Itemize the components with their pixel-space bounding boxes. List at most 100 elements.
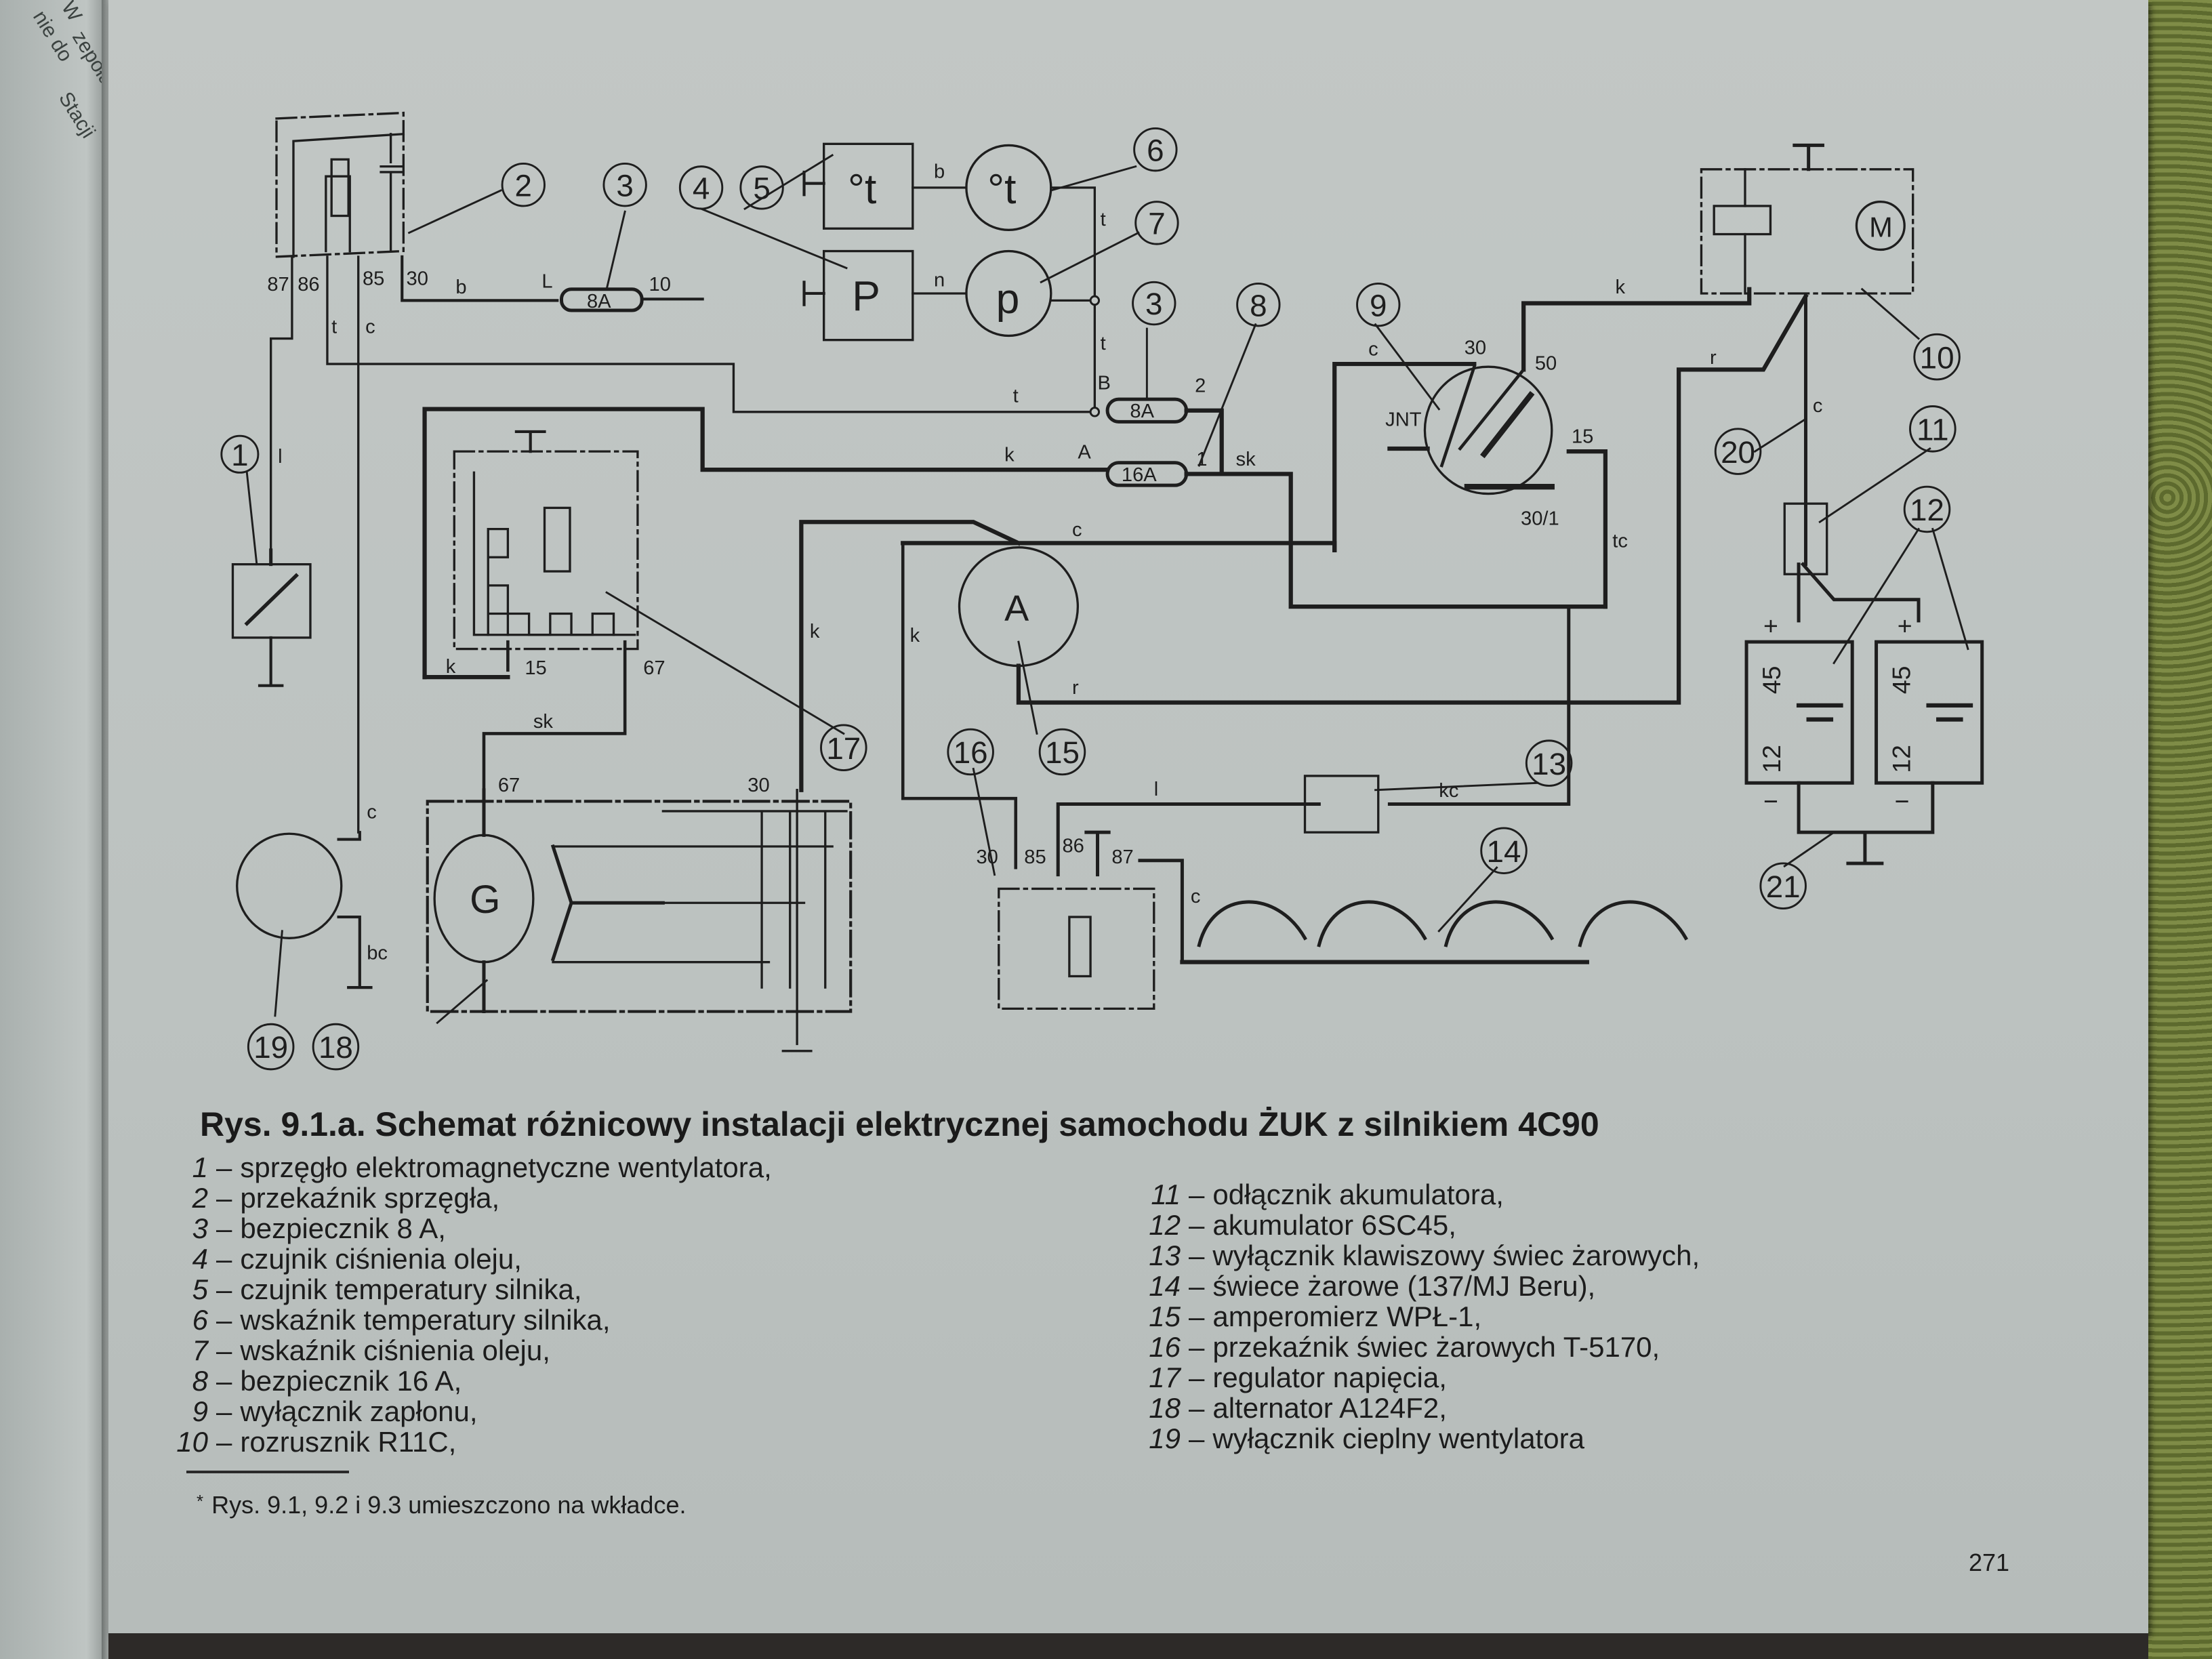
svg-text:3: 3 [616,168,633,203]
relay-2-terminal: 87 [267,274,289,295]
fuse-top-right: 10 [649,274,671,295]
generator-symbol: G [470,878,500,922]
ignition-terminal: 30 [1465,337,1486,359]
wire-label-n: n [934,270,945,291]
callout-2: 2 [501,163,546,207]
legend-item: 19–wyłącznik cieplny wentylatora [1149,1422,1584,1454]
callout-15: 15 [1038,728,1086,776]
svg-text:13: 13 [1532,747,1566,781]
wire-label-k: k [446,656,456,678]
svg-text:11: 11 [1917,412,1949,447]
legend-item: 7–wskaźnik ciśnienia oleju, [192,1334,550,1366]
glow-relay-terminal: 30 [976,846,998,868]
callout-1: 1 [220,434,260,474]
battery-2 [1875,640,1984,785]
battery-plus: + [1898,612,1912,640]
callout-17: 17 [820,724,867,772]
svg-text:9: 9 [1370,288,1387,323]
regulator-terminal: 15 [525,657,546,679]
battery-minus: − [1895,787,1910,815]
footnote: *Rys. 9.1, 9.2 i 9.3 umieszczono na wkła… [197,1491,686,1519]
rectifier [661,789,848,1052]
legend-right: 11–odłącznik akumulatora, 12–akumulator … [1139,1179,1700,1454]
callout-3b: 3 [1132,281,1176,326]
callout-5: 5 [739,165,784,210]
fuse-b-left: B [1098,373,1111,394]
callout-7: 7 [1134,201,1179,245]
wire-label-tc: tc [1612,531,1628,552]
wire-label-k: k [1615,276,1625,298]
ignition-terminal: 15 [1572,426,1593,448]
callout-10: 10 [1913,333,1961,381]
legend-item: 18–alternator A124F2, [1149,1392,1447,1424]
glow-relay-housing [998,887,1155,1010]
fuse-a-right: 1 [1196,449,1207,470]
regulator-terminal: 67 [643,657,665,679]
svg-text:14: 14 [1487,834,1521,869]
callout-18: 18 [312,1023,360,1071]
callout-3: 3 [602,163,647,207]
battery-minus: − [1763,787,1778,815]
generator-terminal: 30 [747,775,769,796]
pressure-sensor-symbol: P [852,272,880,320]
battery-capacity: 45 [1757,665,1786,694]
battery-voltage: 12 [1757,745,1786,773]
relay-2-terminal: 85 [363,268,384,289]
glow-relay-terminal: 85 [1024,846,1046,868]
callout-19: 19 [247,1023,295,1071]
legend-item: 17–regulator napięcia, [1149,1361,1447,1393]
ammeter-symbol: A [1004,588,1029,629]
svg-text:19: 19 [253,1030,288,1065]
wire-label-sk: sk [533,711,554,733]
wire-label-c: c [1072,519,1082,541]
fuse-top-rating: 8A [587,291,611,312]
starter-motor-symbol: M [1869,211,1893,243]
legend-item: 10–rozrusznik R11C, [176,1426,457,1458]
fuse-a-left: A [1078,442,1091,464]
legend-item: 3–bezpiecznik 8 A, [192,1212,446,1244]
legend-item: 8–bezpiecznik 16 A, [192,1365,462,1397]
wire-label-k: k [810,621,820,642]
background-carpet [2148,0,2212,1659]
legend-item: 5–czujnik temperatury silnika, [192,1273,582,1305]
temp-sensor-symbol: °t [848,165,876,213]
svg-text:1: 1 [231,438,248,472]
svg-text:2: 2 [515,168,532,203]
svg-text:10: 10 [1920,340,1954,375]
svg-text:3: 3 [1145,287,1162,321]
thermal-switch [236,832,343,939]
fan-clutch-symbol [244,573,299,626]
svg-text:4: 4 [693,171,710,206]
fuse-a-rating: 16A [1122,464,1157,486]
legend-item: 16–przekaźnik świec żarowych T-5170, [1149,1331,1660,1363]
wire-label-c: c [1191,886,1201,907]
callout-14: 14 [1480,827,1528,874]
starter-solenoid [1713,205,1772,236]
wire-label-t: t [331,316,337,337]
svg-text:21: 21 [1766,869,1801,904]
ignition-terminal: 50 [1535,352,1557,374]
relay-2-terminal: 86 [298,274,319,295]
footnote-rule [186,1471,349,1473]
callout-8: 8 [1236,282,1281,327]
wire-label-l: l [1154,779,1158,800]
callout-20: 20 [1714,428,1762,475]
ignition-terminal: 30/1 [1521,508,1559,529]
svg-text:20: 20 [1721,435,1755,470]
legend-item: 13–wyłącznik klawiszowy świec żarowych, [1149,1240,1700,1271]
starter-housing [1700,168,1914,295]
svg-text:16: 16 [954,735,988,770]
left-page: W zepoła- nie do Stacji [0,0,108,1659]
legend-item: 4–czujnik ciśnienia oleju, [192,1243,522,1275]
wire-label-t: t [1013,385,1019,407]
svg-text:18: 18 [319,1030,353,1065]
callout-12: 12 [1903,485,1951,533]
svg-text:17: 17 [826,731,861,766]
svg-text:6: 6 [1147,133,1164,167]
footnote-text: Rys. 9.1, 9.2 i 9.3 umieszczono na wkład… [211,1491,687,1519]
wire-label-r: r [1710,347,1717,369]
battery-plus: + [1763,612,1778,640]
wire-label-c: c [367,801,377,823]
svg-text:7: 7 [1148,207,1165,241]
wire-label-c: c [365,316,375,337]
